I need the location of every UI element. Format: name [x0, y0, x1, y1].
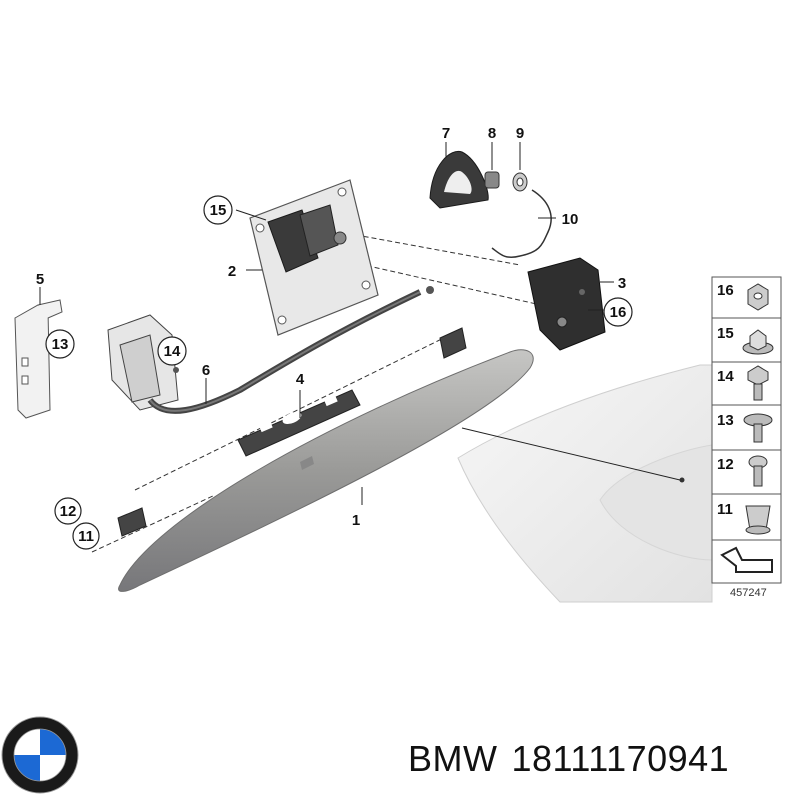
brand-name: BMW — [408, 738, 498, 779]
mounting-plate-part-2 — [249, 179, 379, 336]
legend-part-code: 457247 — [730, 587, 767, 599]
callout-3: 3 — [618, 275, 626, 292]
callout-4: 4 — [296, 371, 305, 388]
svg-text:12: 12 — [60, 503, 77, 520]
lock-actuator-part-14 — [107, 314, 179, 411]
callout-13: 13 — [45, 329, 75, 359]
wire-part-10 — [491, 189, 552, 259]
gasket-small-lower — [117, 507, 147, 537]
svg-text:15: 15 — [210, 202, 227, 219]
callout-2: 2 — [228, 263, 236, 280]
legend-item-13: 13 — [717, 412, 734, 429]
part-number: 18111170941 — [511, 738, 730, 779]
nut-part-8 — [484, 171, 500, 189]
legend-item-15: 15 — [717, 325, 734, 342]
legend-item-12: 12 — [717, 456, 734, 473]
gasket-small-upper — [439, 327, 467, 359]
tailgate-panel — [457, 364, 713, 603]
svg-text:11: 11 — [78, 528, 94, 545]
washer-part-9 — [512, 172, 528, 192]
hex-bolt-icon — [747, 365, 769, 401]
trim-strip-part-1 — [118, 349, 534, 592]
callout-14: 14 — [157, 336, 187, 366]
svg-text:16: 16 — [610, 304, 627, 321]
callout-7: 7 — [442, 125, 450, 142]
callout-15: 15 — [203, 195, 233, 225]
legend-item-11: 11 — [717, 501, 733, 518]
callout-12: 12 — [54, 497, 82, 525]
callout-5: 5 — [36, 271, 44, 288]
bmw-logo-icon — [1, 716, 79, 794]
flange-screw-icon — [743, 413, 773, 443]
arrow-symbol-icon — [720, 546, 773, 573]
svg-text:13: 13 — [52, 336, 69, 353]
callout-9: 9 — [516, 125, 524, 142]
switch-part-7 — [429, 150, 489, 209]
gasket-part-4 — [237, 389, 361, 457]
legend-item-16: 16 — [717, 282, 734, 299]
brand-caption: BMW 18111170941 — [408, 738, 743, 780]
screw-icon — [748, 455, 768, 487]
legend-item-14: 14 — [717, 368, 734, 385]
hex-nut-icon — [747, 283, 769, 311]
callout-10: 10 — [562, 211, 579, 228]
flange-nut-icon — [742, 329, 774, 355]
callout-16: 16 — [603, 297, 633, 327]
svg-text:14: 14 — [164, 343, 181, 360]
callout-1: 1 — [352, 512, 360, 529]
cable-part-6 — [147, 286, 434, 414]
lock-housing-part-3 — [527, 257, 606, 351]
callout-11: 11 — [72, 522, 100, 550]
callout-6: 6 — [202, 362, 210, 379]
bracket-part-5 — [14, 299, 63, 419]
fastener-legend: 16 15 14 13 12 11 — [711, 276, 782, 584]
callout-8: 8 — [488, 125, 496, 142]
clip-nut-icon — [745, 505, 771, 535]
